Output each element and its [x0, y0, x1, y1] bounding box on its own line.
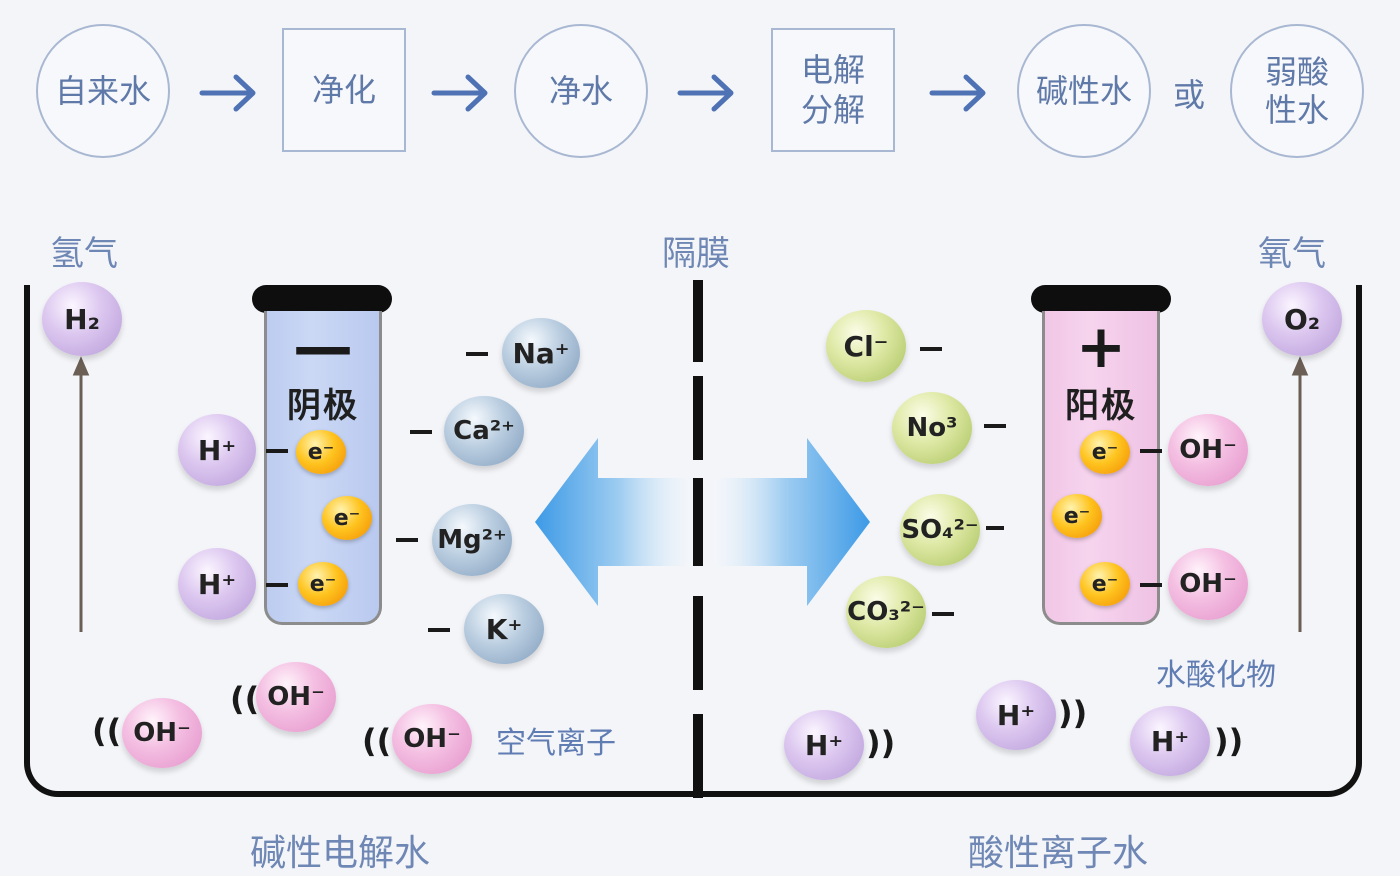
flow-step-label: 自来水: [54, 72, 151, 110]
flow-or-text: 或: [1173, 76, 1206, 114]
potassium-ion: K⁺: [464, 594, 544, 664]
flow-arrow-4-icon: [929, 74, 986, 112]
flow-step-label: 弱酸 性水: [1264, 53, 1329, 129]
electron: e⁻: [298, 562, 348, 606]
flow-step-label: 电解 分解: [800, 51, 865, 129]
magnesium-ion: Mg²⁺: [432, 504, 512, 576]
flow-step-alkaline-water: 碱性水: [1017, 24, 1151, 158]
flow-arrow-3-icon: [677, 74, 734, 112]
hydroxide-ion: OH⁻: [1168, 414, 1248, 486]
electron: e⁻: [322, 496, 372, 540]
sodium-ion: Na⁺: [502, 318, 580, 388]
electron: e⁻: [1052, 494, 1102, 538]
electron: e⁻: [296, 430, 346, 474]
hydroxide-ion: OH⁻: [256, 662, 336, 732]
flow-step-electrolysis: 电解 分解: [771, 28, 895, 152]
nitrate-ion: No³: [892, 392, 972, 464]
sulfate-ion: SO₄²⁻: [900, 494, 980, 566]
flow-step-weak-acid-water: 弱酸 性水: [1230, 24, 1364, 158]
anode-cap: [1031, 285, 1171, 313]
hydrogen-ion: H⁺: [784, 710, 864, 780]
water-acid-compound-label: 水酸化物: [1156, 658, 1276, 693]
flow-arrows: [199, 74, 986, 112]
h2-molecule: H₂: [42, 282, 122, 356]
oxygen-gas-label: 氧气: [1258, 234, 1326, 274]
flow-step-label: 净化: [311, 71, 376, 109]
hydrogen-ion: H⁺: [178, 414, 256, 486]
flow-step-purify: 净化: [282, 28, 406, 152]
left-arrow-icon: [535, 438, 690, 606]
acidic-water-label: 酸性离子水: [968, 833, 1149, 874]
hydroxide-ion: OH⁻: [392, 704, 472, 774]
flow-step-tap-water: 自来水: [36, 24, 170, 158]
calcium-ion: Ca²⁺: [444, 396, 524, 466]
right-arrow-icon: [715, 438, 870, 606]
hydrogen-ion: H⁺: [976, 680, 1056, 750]
carbonate-ion: CO₃²⁻: [846, 576, 926, 648]
o2-molecule: O₂: [1262, 282, 1342, 356]
hydroxide-ion: OH⁻: [122, 698, 202, 768]
cathode-label: 阴极: [287, 386, 359, 426]
cathode-sign: —: [293, 312, 353, 382]
flow-step-label: 净水: [548, 72, 613, 110]
hydrogen-ion: H⁺: [178, 548, 256, 620]
alkaline-water-label: 碱性电解水: [250, 833, 431, 874]
electron: e⁻: [1080, 562, 1130, 606]
flow-arrow-2-icon: [431, 74, 488, 112]
membrane-label: 隔膜: [662, 234, 730, 274]
hydrogen-gas-label: 氢气: [50, 234, 118, 274]
flow-step-label: 碱性水: [1035, 72, 1132, 110]
electron: e⁻: [1080, 430, 1130, 474]
hydroxide-ion: OH⁻: [1168, 548, 1248, 620]
hydrogen-ion: H⁺: [1130, 706, 1210, 776]
chloride-ion: Cl⁻: [826, 310, 906, 382]
anode-label: 阳极: [1065, 386, 1137, 426]
flow-step-clean-water: 净水: [514, 24, 648, 158]
anode-sign: +: [1075, 312, 1127, 382]
flow-arrow-1-icon: [199, 74, 256, 112]
air-ions-label: 空气离子: [496, 726, 616, 761]
cathode-cap: [252, 285, 392, 313]
